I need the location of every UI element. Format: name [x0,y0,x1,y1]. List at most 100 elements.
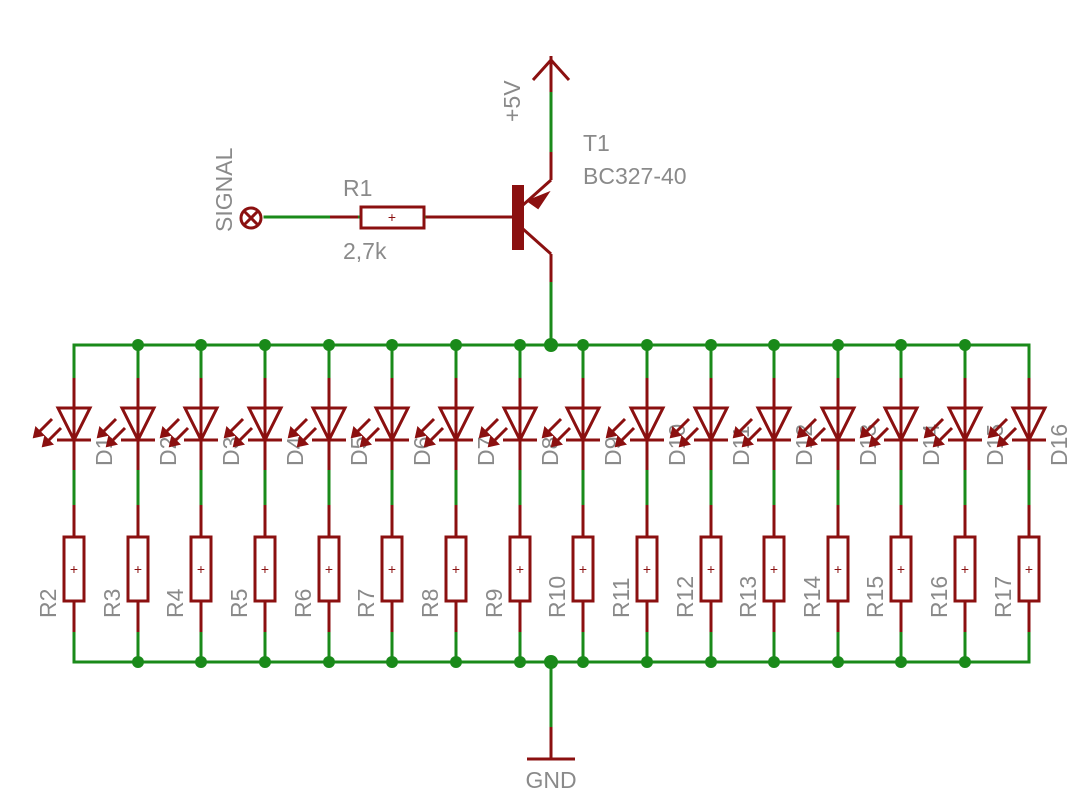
led-ray-head-icon [287,426,300,439]
resistor-body [762,535,786,603]
resistor-label: R13 [735,576,761,618]
led-triangle-icon [882,406,920,444]
led-ray-head-icon [923,426,936,439]
led-ray-head-icon [741,435,754,448]
branch: D10+R11 [605,343,690,664]
resistor-plus-mark: + [643,561,651,577]
resistor-plus-mark: + [134,561,142,577]
junction-dot [259,656,271,668]
resistor-r1: + R1 2,7k [330,175,456,264]
resistor-label: R9 [481,589,507,618]
resistor-body [189,535,213,603]
resistor-label: R8 [417,589,443,618]
junction-dot [323,656,335,668]
signal-connector: SIGNAL [211,147,263,232]
ground-label: GND [525,767,576,793]
resistor-label: R11 [608,578,634,619]
supply-symbol: +5V [499,56,571,122]
junction-dot [323,339,335,351]
led-label: D16 [1046,424,1072,466]
resistor: +R7 [353,505,404,632]
resistor-plus-mark: + [961,561,969,577]
resistor: +R17 [990,505,1041,632]
branch: D4+R5 [223,343,308,664]
resistor-plus-mark: + [834,561,842,577]
resistor-body [953,535,977,603]
branch: D15 + R16 [923,343,1008,664]
led: D6 [350,378,435,470]
led-ray-head-icon [223,426,236,439]
resistor-body [317,535,341,603]
junction-dot [832,339,844,351]
junction-dot [641,339,653,351]
junction-dot [386,656,398,668]
led-ray-head-icon [996,435,1009,448]
led-triangle-icon [628,406,666,444]
led-ray-head-icon [550,435,563,448]
resistor-body [889,535,913,603]
resistor-body [126,535,150,603]
junction-dot [132,656,144,668]
resistor: +R12 [672,505,723,632]
resistor: +R5 [226,505,277,632]
resistor-label: R14 [799,576,825,618]
junction-dot [705,339,717,351]
resistor-label: R3 [99,589,125,618]
t1-part: BC327-40 [583,163,687,189]
branch: D7+R8 [414,343,499,664]
led: D2 [96,378,181,470]
led-ray-head-icon [359,435,372,448]
t1-base-bar [512,185,524,250]
r1-plus-mark: + [388,209,396,225]
led-ray-head-icon [987,426,1000,439]
led-ray-head-icon [96,426,109,439]
resistor: +R13 [735,505,786,632]
resistor-label: R7 [353,589,379,618]
r1-name: R1 [343,175,372,201]
resistor-body [571,535,595,603]
supply-arrow-icon [531,57,571,82]
led-triangle-icon [946,406,984,444]
resistor: +R6 [290,505,341,632]
junction-dot [577,656,589,668]
led: D15 [923,378,1008,470]
led-triangle-icon [373,406,411,444]
resistor: + R3 [99,505,150,632]
led-triangle-icon [182,406,220,444]
led-ray-head-icon [487,435,500,448]
resistor-plus-mark: + [579,561,587,577]
signal-label: SIGNAL [211,147,237,232]
led-triangle-icon [1010,406,1048,444]
t1-name: T1 [583,130,610,156]
resistor: + R11 [608,505,659,632]
branch: D12+R13 [732,343,817,664]
junction-dot [514,656,526,668]
led-ray-head-icon [932,435,945,448]
resistor-label: R6 [290,589,316,618]
resistor-label: R16 [926,576,952,618]
junction-dot [705,656,717,668]
resistor-label: R10 [544,576,570,618]
resistor-body [62,535,86,603]
resistor-plus-mark: + [452,561,460,577]
led-ray-head-icon [605,426,618,439]
r1-body [359,205,426,230]
led-ray-head-icon [350,426,363,439]
led-ray-head-icon [296,435,309,448]
led-ray-head-icon [41,435,54,448]
junction-dot [450,339,462,351]
led-triangle-icon [564,406,602,444]
junction-dot [195,339,207,351]
resistor: +R9 [481,505,532,632]
resistor-body [253,535,277,603]
junction-dot [514,339,526,351]
ground-junction-dot [544,655,558,669]
resistor-body [508,535,532,603]
led-ray-head-icon [414,426,427,439]
led: D11 [669,378,754,470]
led-ray-head-icon [732,426,745,439]
led-triangle-icon [310,406,348,444]
led-triangle-icon [755,406,793,444]
resistor-plus-mark: + [261,561,269,577]
